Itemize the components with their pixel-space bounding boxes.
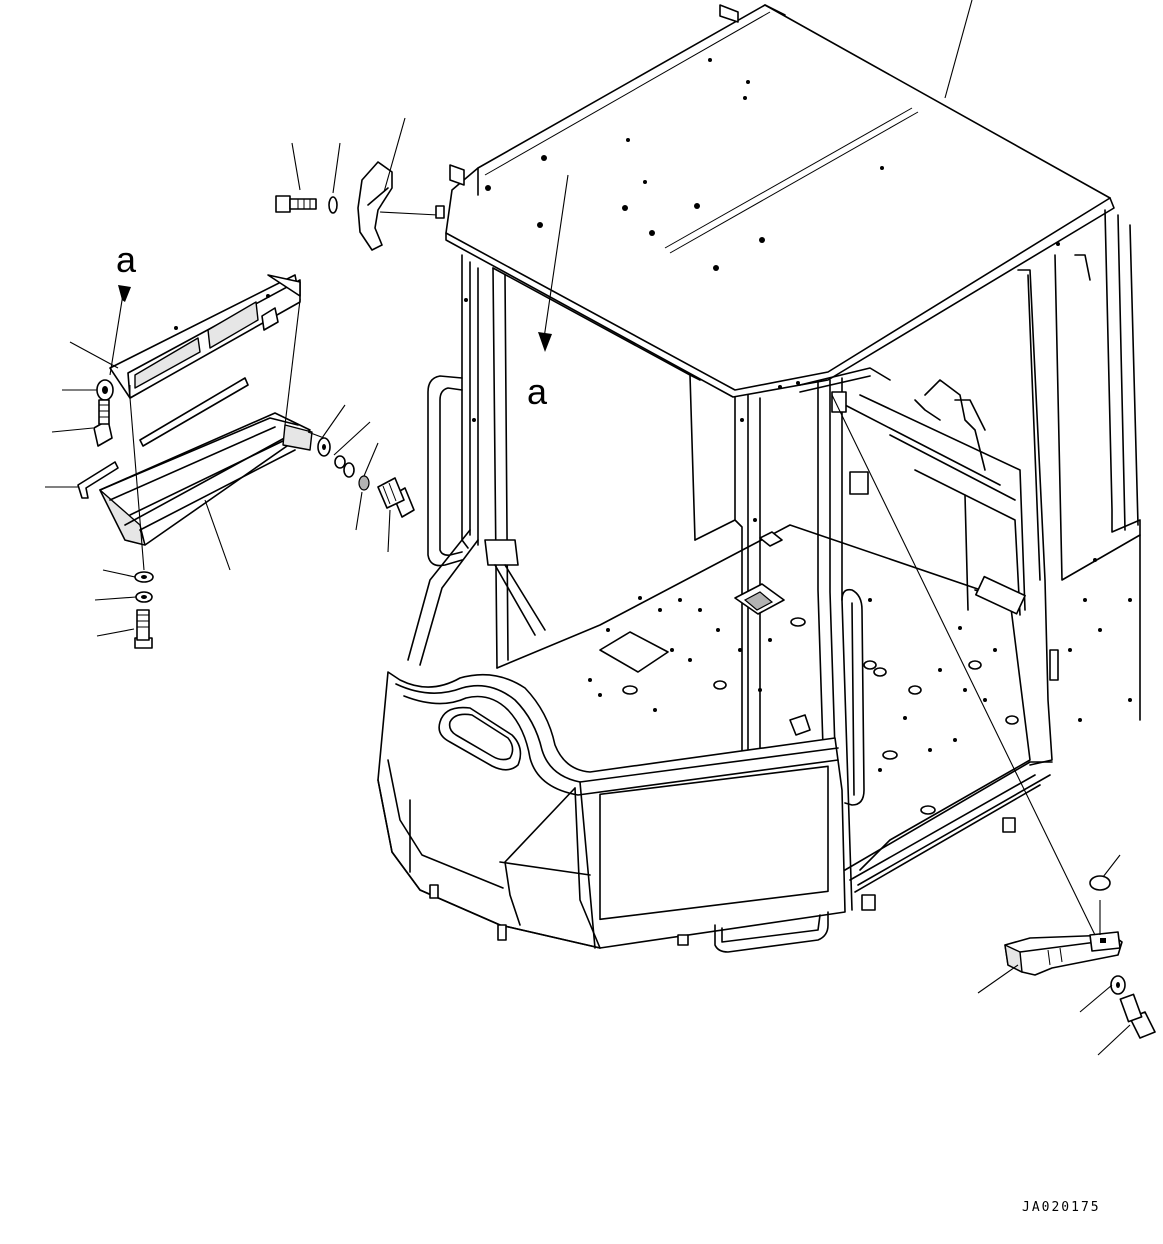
right-leaders: [831, 394, 1131, 1056]
view-label-a-center: a: [527, 371, 548, 412]
spring-washer: [328, 142, 341, 214]
drawing-code: JA020175: [1022, 1200, 1101, 1215]
roof-leader: [944, 0, 973, 99]
left-step-tread: [99, 377, 313, 546]
right-step: [977, 931, 1123, 994]
bolt: [275, 142, 317, 213]
plug: [1089, 854, 1121, 891]
cab-body: [377, 209, 1141, 953]
cab-roof: [445, 4, 1115, 398]
left-leaders: [45, 299, 391, 637]
view-arrow-center: a: [527, 174, 569, 412]
left-step-bracket: [109, 274, 301, 399]
spring-washer: [135, 455, 370, 603]
pin: [77, 461, 119, 499]
roof-bracket: [357, 117, 445, 251]
bolt: [93, 399, 1156, 1039]
view-label-a-left: a: [116, 239, 137, 280]
view-arrow-left: a: [109, 239, 137, 376]
